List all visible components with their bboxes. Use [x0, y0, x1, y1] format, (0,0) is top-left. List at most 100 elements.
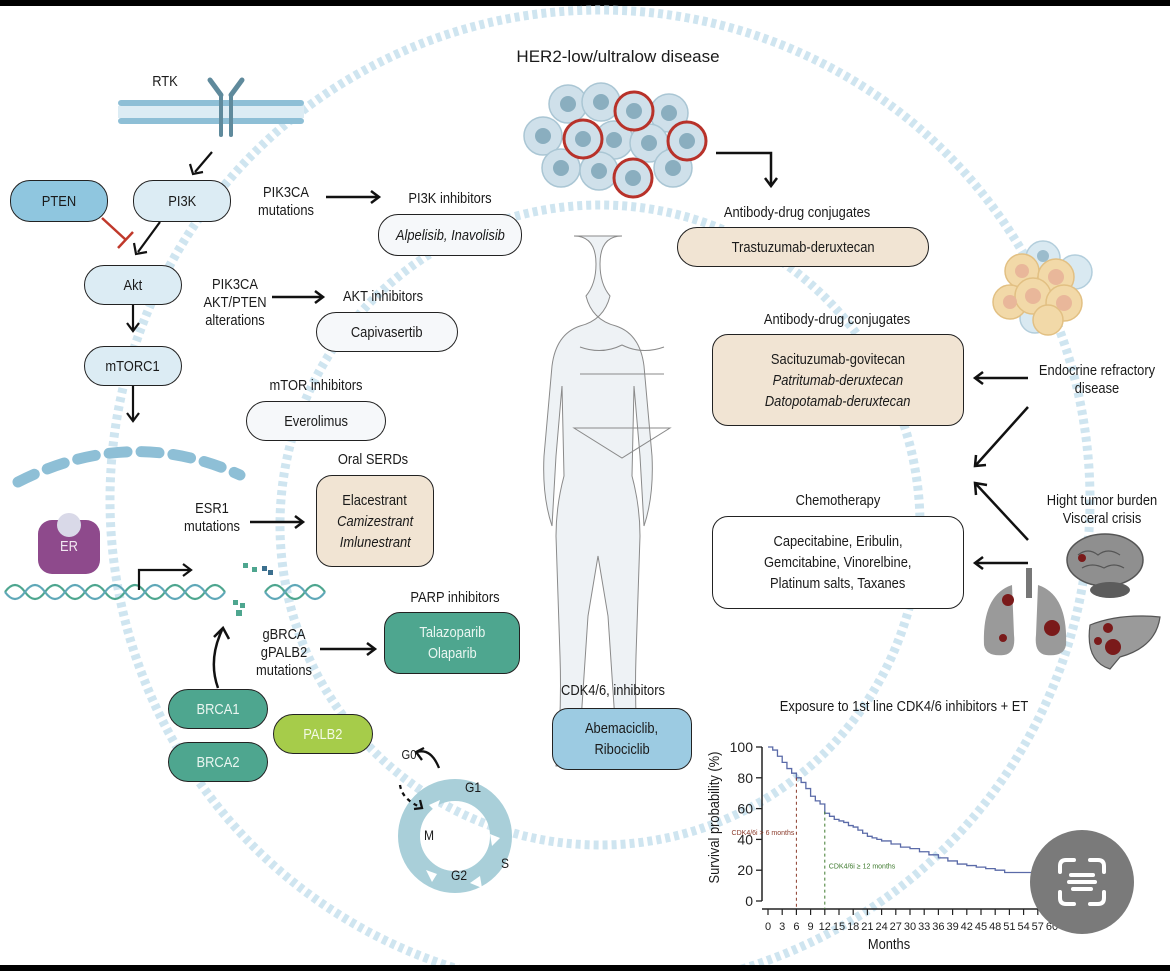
chemo-drug-3: Platinum salts, Taxanes	[770, 575, 906, 592]
pathway-arrows	[126, 151, 213, 423]
chemo-drugs-box[interactable]: Capecitabine, Eribulin, Gemcitabine, Vin…	[712, 516, 964, 609]
palb2-node[interactable]: PALB2	[273, 714, 373, 754]
g1-label: G1	[464, 779, 482, 795]
pi3k-drugs-box[interactable]: Alpelisib, Inavolisib	[378, 214, 522, 256]
adc-her2-title: Antibody-drug conjugates	[723, 204, 871, 221]
er-receptor-icon	[38, 513, 100, 574]
refractory-cell-cluster-icon	[992, 240, 1093, 336]
x-tick-label: 9	[808, 921, 814, 933]
x-tick-label: 39	[946, 921, 958, 933]
dna-helix-icon	[4, 583, 326, 601]
adc-refractory-title: Antibody-drug conjugates	[763, 311, 911, 328]
brca1-node[interactable]: BRCA1	[168, 689, 268, 729]
cell-membrane	[118, 100, 304, 124]
x-tick-label: 45	[975, 921, 987, 933]
cell-cycle-icon	[398, 779, 512, 893]
x-tick-label: 36	[932, 921, 944, 933]
chemotherapy-title: Chemotherapy	[795, 492, 881, 509]
pten-node[interactable]: PTEN	[10, 180, 108, 222]
endocrine-line2: disease	[1074, 380, 1120, 397]
pik3ca-line2: mutations	[258, 202, 314, 219]
alt-line1: PIK3CA	[212, 276, 258, 293]
s-label: S	[500, 855, 510, 871]
endocrine-refractory-label: Endocrine refractory disease	[1034, 362, 1160, 398]
akt-drugs-box[interactable]: Capivasertib	[316, 312, 458, 352]
parp-drug-2: Olaparib	[427, 645, 477, 662]
tumor-burden-label: Hight tumor burden Visceral crisis	[1042, 492, 1162, 528]
pi3k-drugs-text: Alpelisib, Inavolisib	[395, 226, 505, 244]
annotation-label: CDK4/6i ≥ 12 months	[829, 864, 896, 871]
mtor-drugs-box[interactable]: Everolimus	[246, 401, 386, 441]
serd-drugs-box[interactable]: Elacestrant Camizestrant Imlunestrant	[316, 475, 434, 567]
akt-text: Akt	[123, 276, 143, 294]
pik3ca-akt-pten-label: PIK3CA AKT/PTEN alterations	[198, 276, 272, 330]
transcription-arrow	[137, 563, 193, 590]
gbrca-line1: gBRCA	[262, 626, 306, 643]
pten-inhibition-icon	[101, 217, 134, 249]
mtorc1-text: mTORC1	[105, 357, 161, 375]
rtk-label: RTK	[152, 73, 178, 90]
x-tick-label: 24	[875, 921, 887, 933]
scan-text-icon	[1058, 858, 1106, 906]
x-tick-label: 51	[1003, 921, 1015, 933]
gbrca-line3: mutations	[256, 662, 312, 679]
x-tick-label: 18	[847, 921, 859, 933]
brain-icon	[1066, 533, 1144, 598]
adc-refractory-drugs-box[interactable]: Sacituzumab-govitecan Patritumab-deruxte…	[712, 334, 964, 426]
x-tick-label: 57	[1032, 921, 1044, 933]
lungs-icon	[983, 568, 1067, 656]
mtorc1-node[interactable]: mTORC1	[84, 346, 182, 386]
pik3ca-line1: PIK3CA	[263, 184, 309, 201]
outer-dotted-ring	[105, 5, 1095, 971]
brca2-text: BRCA2	[196, 753, 240, 771]
chart-title: Exposure to 1st line CDK4/6 inhibitors +…	[779, 698, 1029, 715]
x-tick-label: 27	[890, 921, 902, 933]
esr1-line2: mutations	[184, 518, 240, 535]
female-body-icon	[543, 235, 672, 767]
x-tick-label: 30	[904, 921, 916, 933]
adc-her2-drug: Trastuzumab-deruxtecan	[731, 238, 875, 256]
alt-line2: AKT/PTEN	[203, 294, 267, 311]
palb2-text: PALB2	[303, 725, 343, 743]
g2-label: G2	[450, 867, 468, 883]
parp-drug-1: Talazoparib	[419, 624, 485, 641]
pik3ca-mutations-label: PIK3CA mutations	[253, 184, 318, 220]
g0-label: G0	[401, 747, 417, 762]
dna-fragments	[233, 563, 273, 616]
x-tick-label: 48	[989, 921, 1001, 933]
pi3k-text: PI3K	[168, 192, 196, 210]
gbrca-mutations-label: gBRCA gPALB2 mutations	[250, 626, 319, 680]
x-tick-label: 6	[793, 921, 799, 933]
burden-line1: Hight tumor burden	[1046, 492, 1158, 509]
rtk-receptor-icon	[207, 77, 245, 137]
y-tick-label: 20	[737, 862, 753, 878]
y-tick-label: 40	[737, 831, 753, 847]
akt-drugs-text: Capivasertib	[351, 323, 423, 341]
chart-xlabel: Months	[867, 936, 911, 953]
bottom-border	[0, 965, 1170, 971]
serd-drug-3: Imlunestrant	[339, 533, 411, 551]
akt-inhibitors-title: AKT inhibitors	[342, 288, 424, 305]
parp-drugs-box[interactable]: Talazoparib Olaparib	[384, 612, 520, 674]
x-tick-label: 12	[819, 921, 831, 933]
serd-drug-1: Elacestrant	[342, 491, 408, 509]
chemo-drug-1: Capecitabine, Eribulin,	[773, 533, 903, 550]
cdk-drug-1: Abemaciclib,	[585, 720, 659, 737]
cdk46-drugs-box[interactable]: Abemaciclib, Ribociclib	[552, 708, 692, 770]
scan-text-button[interactable]	[1030, 830, 1134, 934]
y-tick-label: 60	[737, 801, 753, 817]
pi3k-node[interactable]: PI3K	[133, 180, 231, 222]
adc-drug-1: Sacituzumab-govitecan	[770, 350, 906, 368]
mtor-inhibitors-title: mTOR inhibitors	[269, 377, 363, 394]
cdk-drug-2: Ribociclib	[594, 741, 650, 758]
x-tick-label: 21	[861, 921, 873, 933]
annotation-label: CDK4/6i > 6 months	[732, 830, 795, 837]
akt-node[interactable]: Akt	[84, 265, 182, 305]
pi3k-inhibitors-title: PI3K inhibitors	[408, 190, 492, 207]
therapy-arrows	[250, 151, 1029, 656]
burden-line2: Visceral crisis	[1062, 510, 1142, 527]
y-tick-label: 0	[745, 893, 753, 909]
brca2-node[interactable]: BRCA2	[168, 742, 268, 782]
adc-her2-drugs-box[interactable]: Trastuzumab-deruxtecan	[677, 227, 929, 267]
